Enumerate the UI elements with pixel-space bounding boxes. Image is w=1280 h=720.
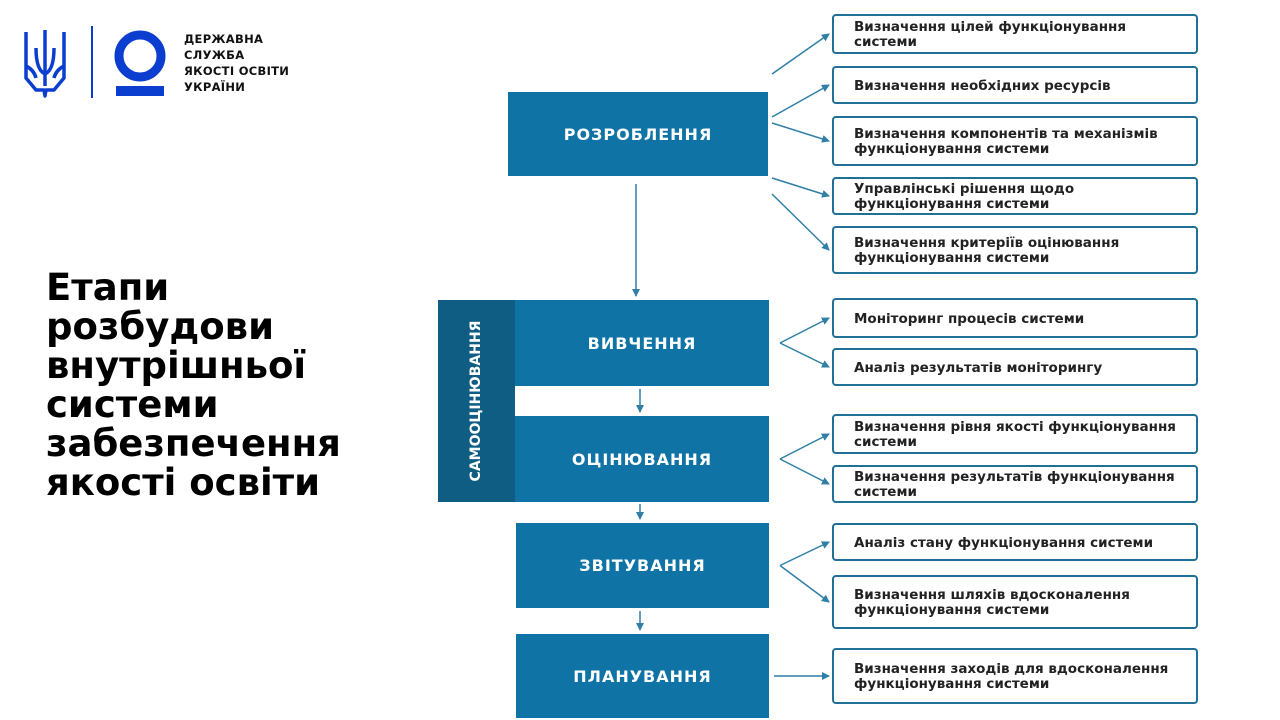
title-line: якості освіти (46, 461, 321, 504)
branch-arrow (771, 177, 830, 198)
stage-reporting: ЗВІТУВАННЯ (516, 523, 769, 608)
branch-arrow (779, 342, 830, 368)
stage-planning: ПЛАНУВАННЯ (516, 634, 769, 718)
task-box: Визначення результатів функціонування си… (832, 465, 1198, 503)
task-box: Визначення цілей функціонування системи (832, 14, 1198, 54)
branch-arrow (779, 564, 830, 603)
branch-arrow (771, 33, 830, 75)
self-evaluation-label: САМООЦІНЮВАННЯ (468, 320, 484, 482)
task-box: Визначення критеріїв оцінювання функціон… (832, 226, 1198, 274)
agency-name-line: ДЕРЖАВНА (184, 32, 264, 46)
title-line: Етапи (46, 266, 170, 309)
branch-arrow (779, 541, 830, 567)
agency-name-line: УКРАЇНИ (184, 80, 246, 94)
agency-name-line: ЯКОСТІ ОСВІТИ (184, 64, 290, 78)
title-line: внутрішньої (46, 344, 307, 387)
self-evaluation-bar: САМООЦІНЮВАННЯ (438, 300, 515, 502)
branch-arrow (771, 84, 830, 118)
title-line: системи (46, 383, 219, 426)
trident-icon (24, 30, 66, 98)
title-line: розбудови (46, 305, 274, 348)
branch-arrow (771, 193, 830, 251)
stage-development: РОЗРОБЛЕННЯ (508, 92, 768, 176)
agency-name: ДЕРЖАВНА СЛУЖБА ЯКОСТІ ОСВІТИ УКРАЇНИ (184, 31, 289, 95)
title-line: забезпечення (46, 422, 341, 465)
branch-arrow (779, 433, 830, 460)
task-box: Аналіз стану функціонування системи (832, 523, 1198, 561)
task-box: Визначення необхідних ресурсів (832, 66, 1198, 104)
task-box: Управлінські рішення щодо функціонування… (832, 177, 1198, 215)
branch-arrow (779, 458, 830, 485)
agency-logo-icon (114, 30, 166, 96)
stage-study: ВИВЧЕННЯ (515, 300, 769, 386)
logo-graphics (24, 26, 166, 98)
branch-arrow (779, 317, 830, 344)
task-box: Моніторинг процесів системи (832, 298, 1198, 338)
task-box: Визначення шляхів вдосконалення функціон… (832, 575, 1198, 629)
task-box: Визначення рівня якості функціонування с… (832, 414, 1198, 454)
branch-arrow (771, 122, 830, 143)
task-box: Визначення компонентів та механізмів фун… (832, 116, 1198, 166)
task-box: Аналіз результатів моніторингу (832, 348, 1198, 386)
task-box: Визначення заходів для вдосконалення фун… (832, 648, 1198, 704)
slide-title: Етапи розбудови внутрішньої системи забе… (46, 268, 341, 502)
agency-logo: ДЕРЖАВНА СЛУЖБА ЯКОСТІ ОСВІТИ УКРАЇНИ (22, 26, 322, 100)
agency-name-line: СЛУЖБА (184, 48, 245, 62)
stage-evaluation: ОЦІНЮВАННЯ (515, 416, 769, 502)
